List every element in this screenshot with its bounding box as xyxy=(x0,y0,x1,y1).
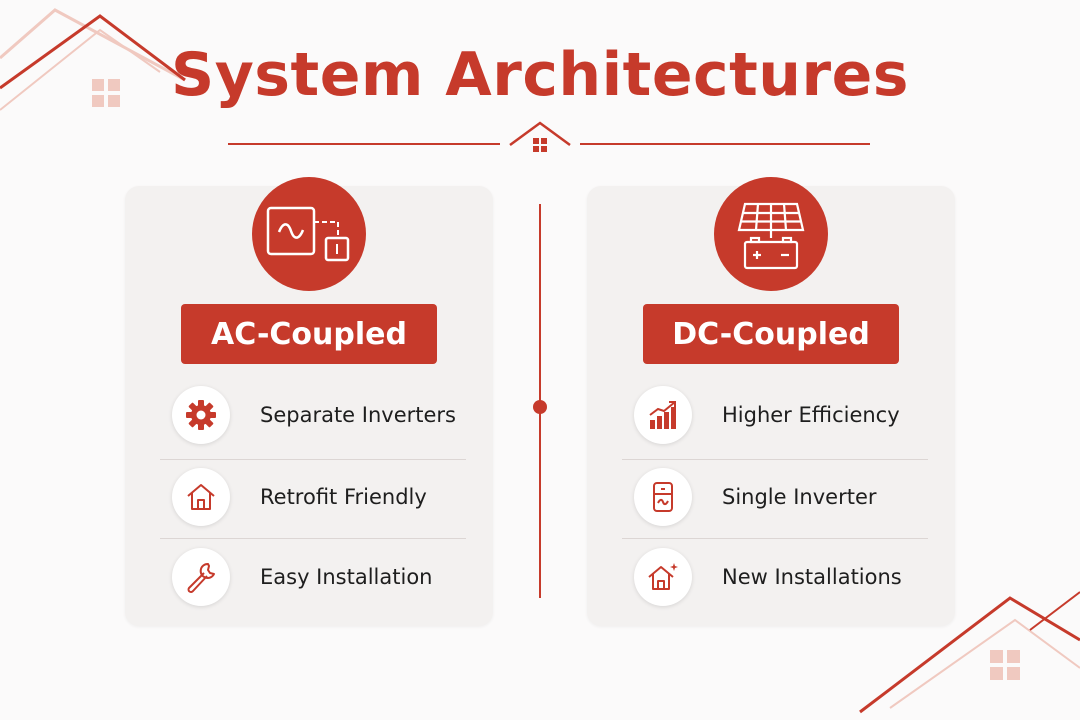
solar-panel-battery-icon xyxy=(714,177,828,291)
growth-chart-icon xyxy=(634,386,692,444)
house-icon xyxy=(172,468,230,526)
ac-inverter-icon xyxy=(252,177,366,291)
page-title: System Architectures xyxy=(170,40,910,110)
roof-decoration-bottom-right xyxy=(859,591,1080,714)
new-house-icon xyxy=(634,548,692,606)
feature-label: Higher Efficiency xyxy=(722,403,900,427)
feature-label: Single Inverter xyxy=(722,485,877,509)
feature-separator xyxy=(622,459,928,460)
wrench-icon xyxy=(172,548,230,606)
feature-easy-installation: Easy Installation xyxy=(160,538,466,616)
inverter-icon xyxy=(634,468,692,526)
feature-separator xyxy=(160,459,466,460)
dc-coupled-card: DC-Coupled Higher Efficiency xyxy=(587,177,955,626)
ac-coupled-card: AC-Coupled Separate Inverters xyxy=(125,177,493,626)
dc-coupled-heading: DC-Coupled xyxy=(643,304,899,364)
roof-decoration-top-left xyxy=(0,8,186,111)
feature-separate-inverters: Separate Inverters xyxy=(160,376,466,454)
feature-higher-efficiency: Higher Efficiency xyxy=(622,376,928,454)
feature-label: Retrofit Friendly xyxy=(260,485,427,509)
feature-single-inverter: Single Inverter xyxy=(622,458,928,536)
title-divider xyxy=(228,121,870,152)
feature-label: Separate Inverters xyxy=(260,403,456,427)
feature-retrofit-friendly: Retrofit Friendly xyxy=(160,458,466,536)
feature-new-installations: New Installations xyxy=(622,538,928,616)
gear-icon xyxy=(172,386,230,444)
center-divider-dot xyxy=(533,400,547,414)
feature-label: New Installations xyxy=(722,565,902,589)
ac-coupled-heading: AC-Coupled xyxy=(181,304,437,364)
feature-label: Easy Installation xyxy=(260,565,433,589)
feature-separator xyxy=(160,538,466,539)
feature-separator xyxy=(622,538,928,539)
